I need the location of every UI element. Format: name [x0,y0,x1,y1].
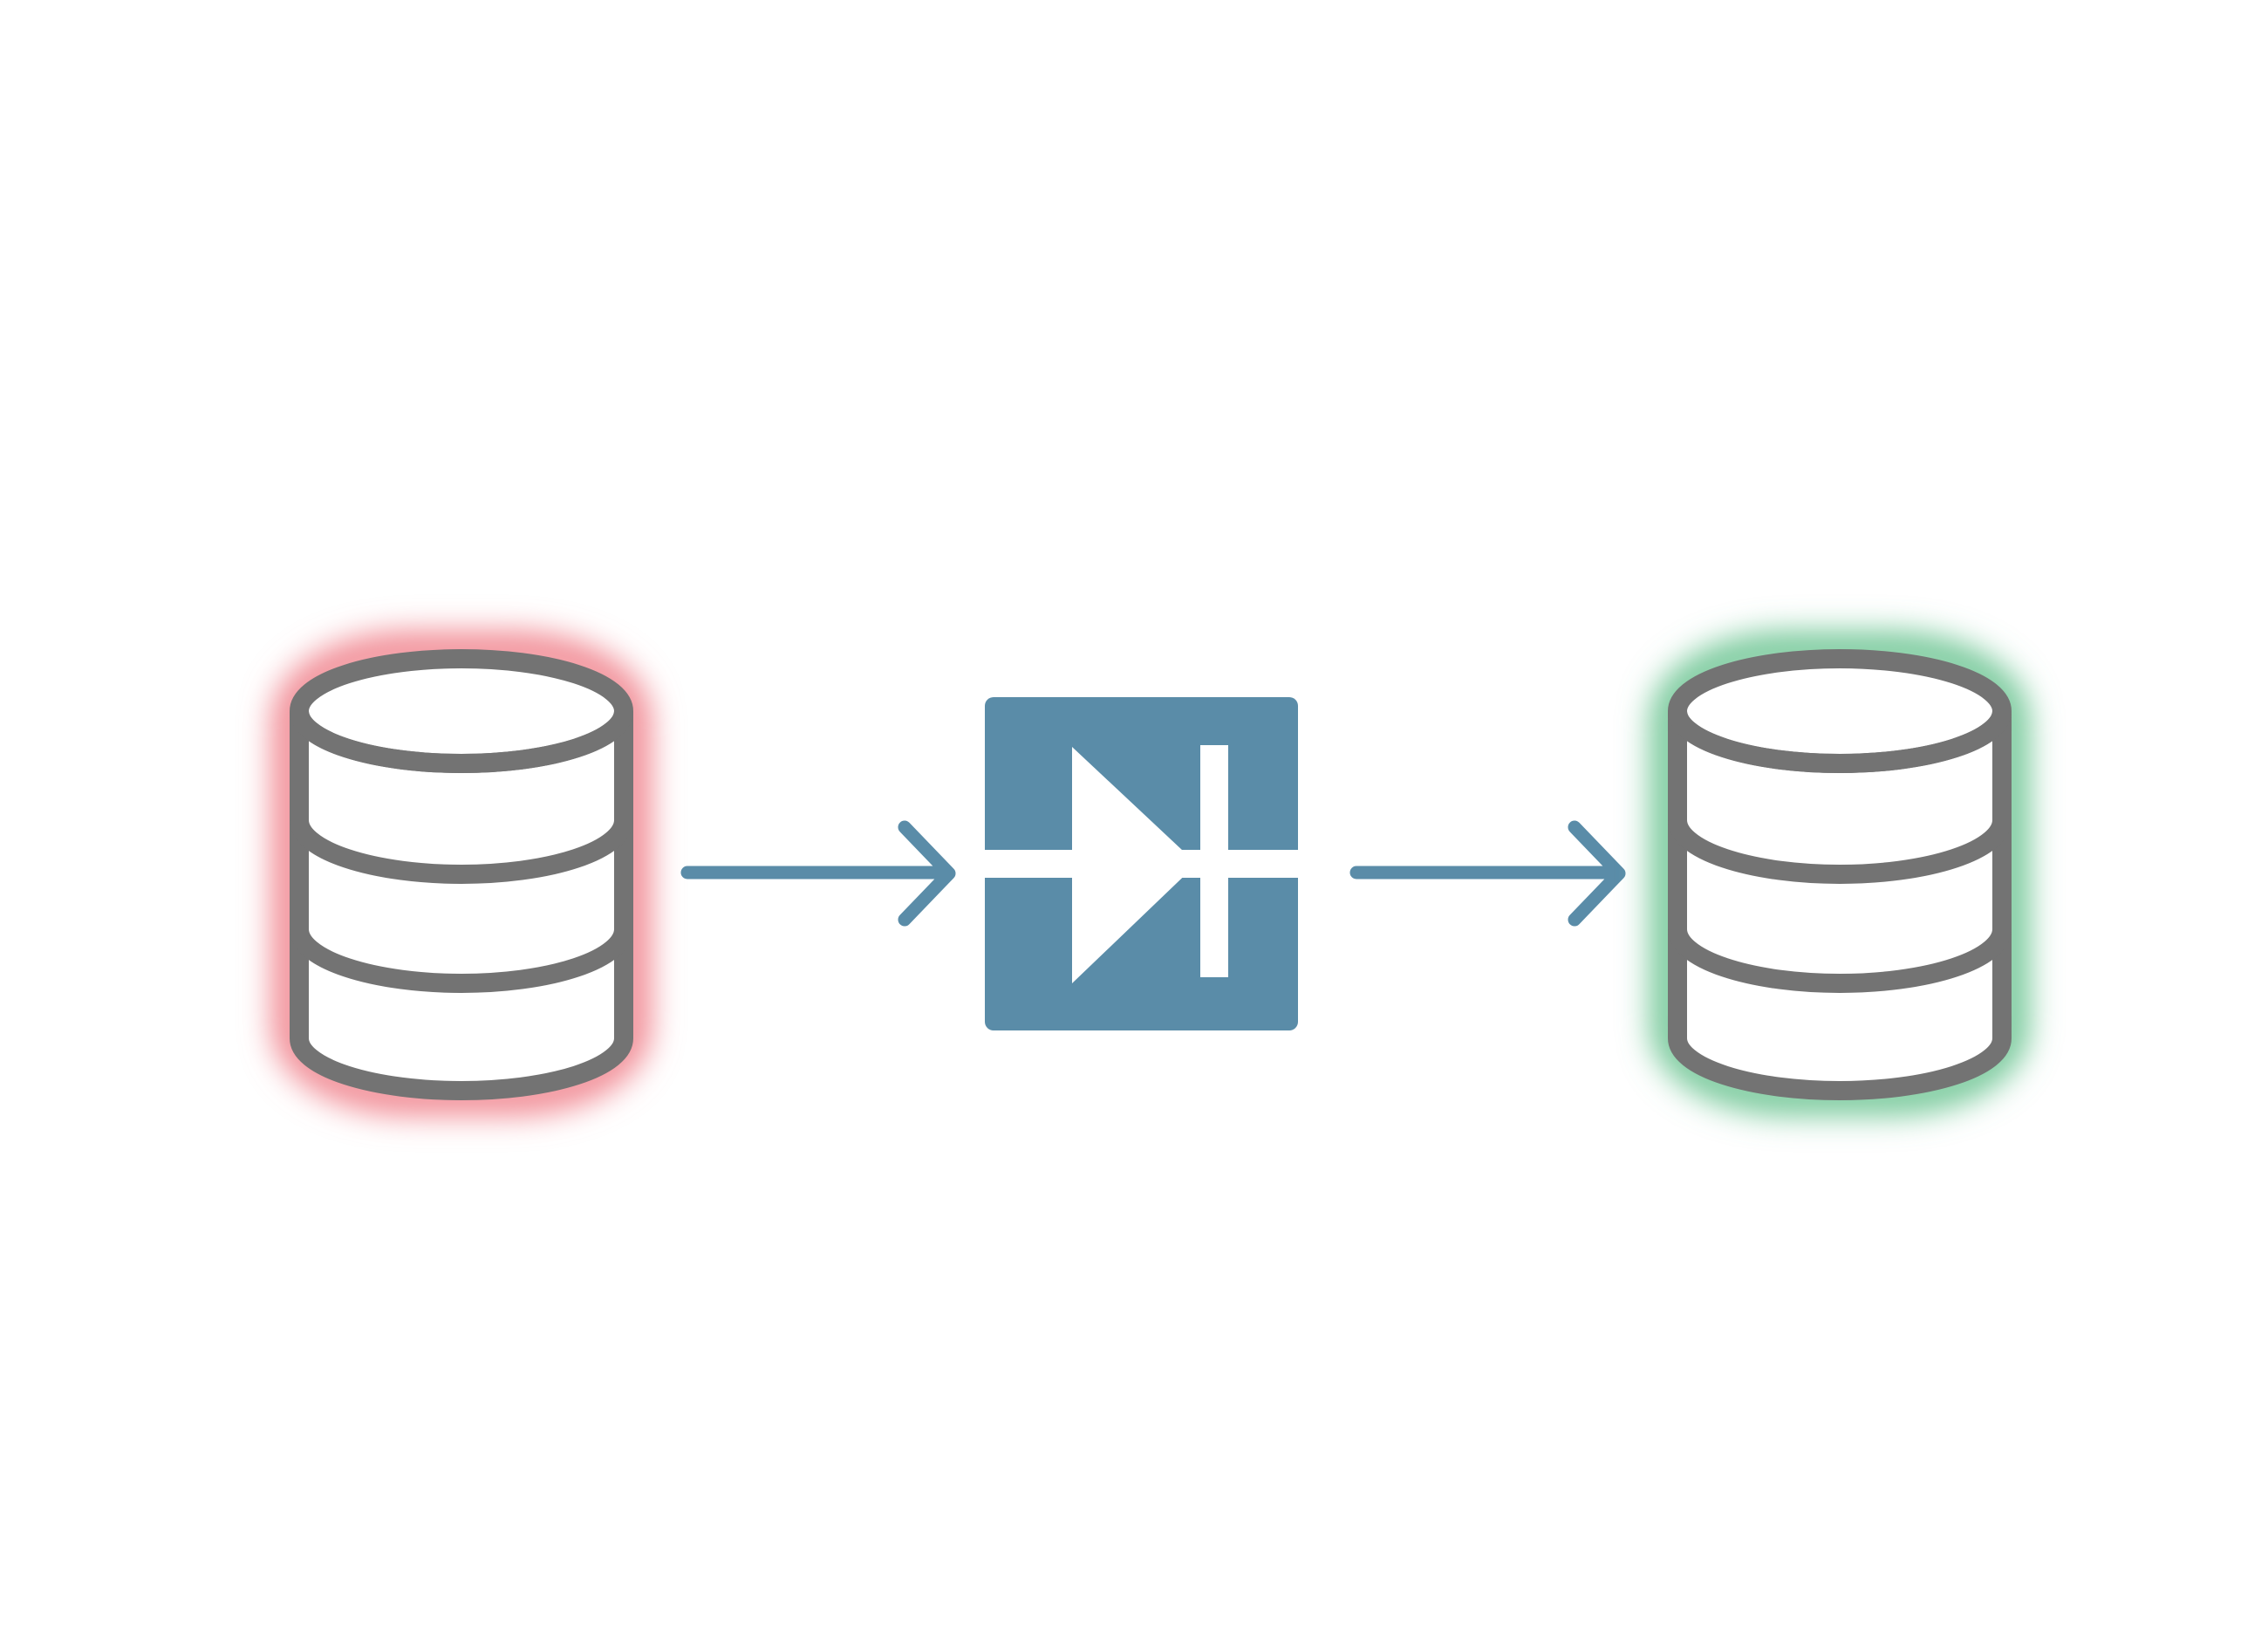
arrow-right-icon [1349,820,1626,927]
target-database-node [1651,633,2028,1114]
source-database-node [273,633,650,1114]
migration-process-node [985,697,1298,1030]
skip-forward-icon [985,697,1298,1030]
arrow-right-icon [680,820,956,927]
